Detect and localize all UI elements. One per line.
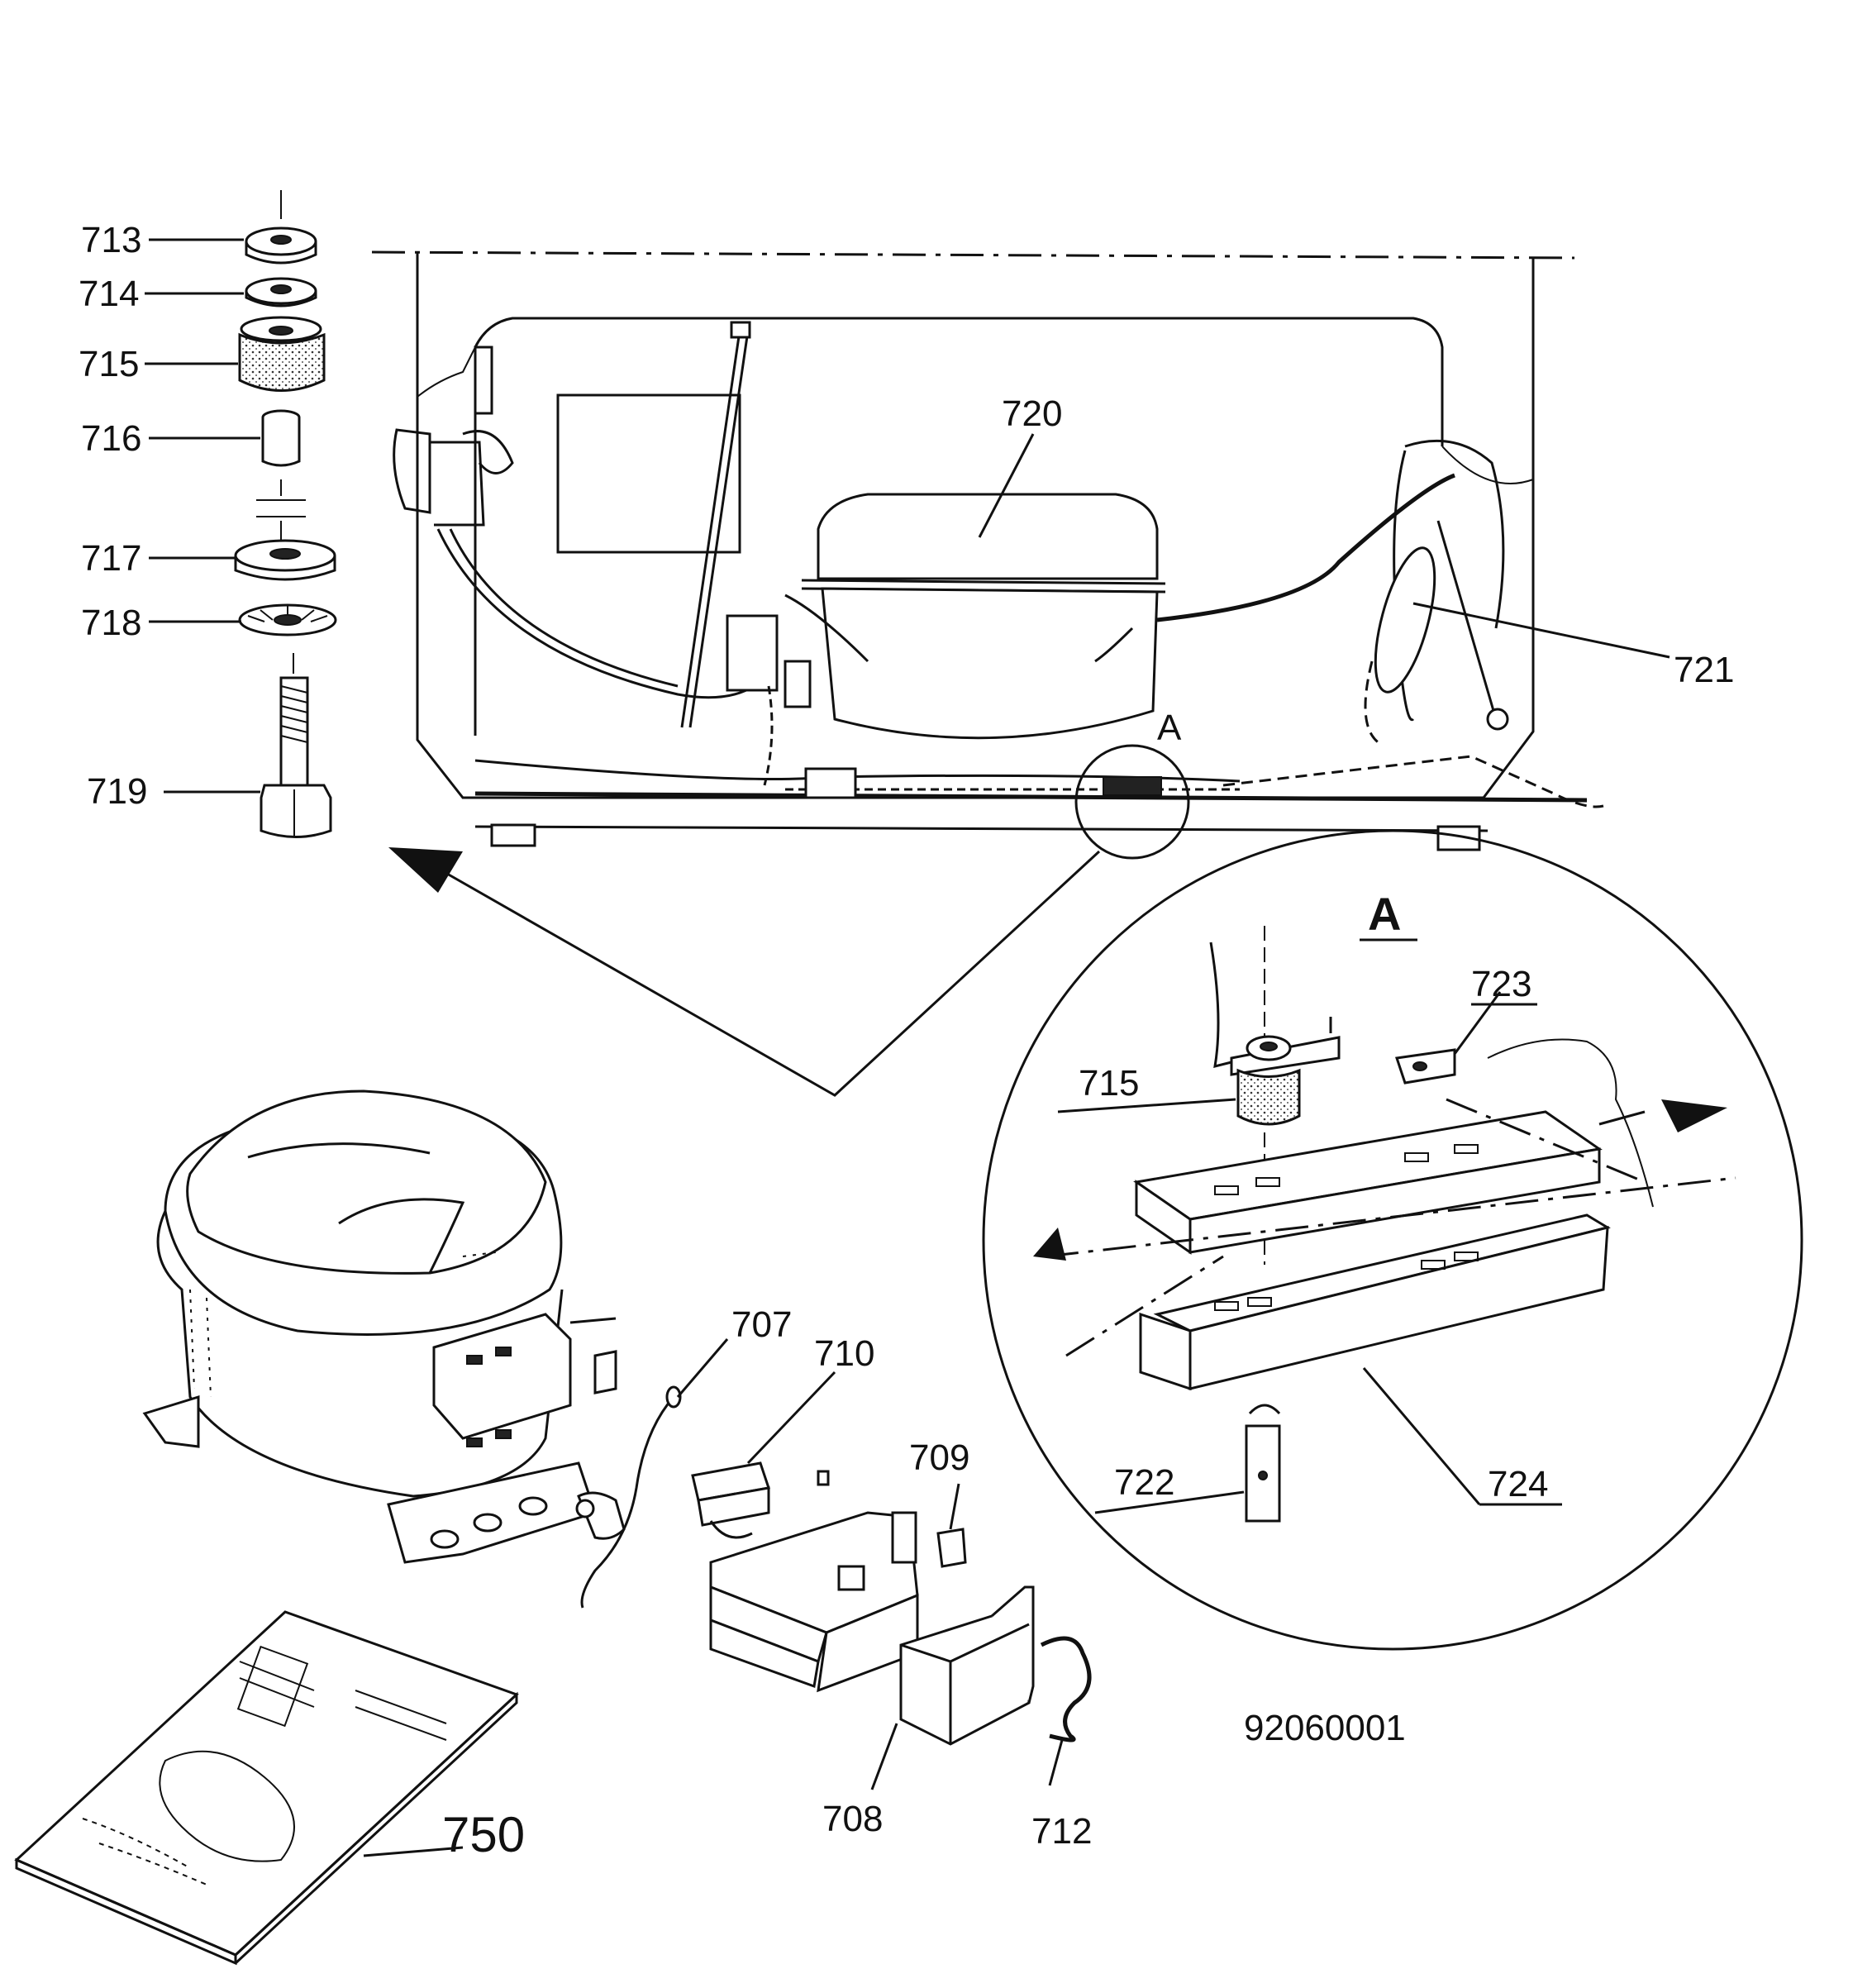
detail-A-circle [982,829,1803,1651]
refrigerator-base-view [371,250,1670,860]
part-715-grommet [238,316,326,392]
detail-part-715 [1230,1035,1341,1126]
label-750: 750 [442,1807,525,1862]
part-714-washer [245,277,317,307]
detail-upper-rail [1133,1110,1603,1255]
detail-circle-A-marker [1074,744,1190,860]
detail-part-724-tray [1139,1213,1611,1391]
label-716: 716 [81,418,141,459]
label-A-small: A [1157,708,1182,748]
drawing-number: 92060001 [1244,1708,1406,1748]
label-707: 707 [731,1304,792,1345]
label-715-detail: 715 [1079,1063,1139,1104]
detail-A-view [982,829,1803,1651]
label-723: 723 [1471,964,1531,1004]
compressor-unit [142,1089,617,1564]
label-721: 721 [1674,650,1734,690]
detail-part-722-pin [1245,1404,1281,1523]
part-716-sleeve [261,409,301,467]
part-718-lock-washer [238,603,337,636]
foot-left [490,823,536,847]
arrow-left-icon [1033,1228,1066,1261]
label-717: 717 [81,538,141,579]
label-A-detail: A [1368,888,1401,940]
label-719: 719 [87,771,147,812]
part-719-bolt [260,676,332,838]
detail-pointer-arrow [388,847,1101,1097]
part-708-cover [870,1585,1035,1790]
part-709-clip [936,1483,967,1568]
label-724: 724 [1488,1464,1548,1504]
part-713-nut [245,226,317,265]
part-710-relay [691,1371,836,1539]
label-709: 709 [909,1437,969,1478]
label-722: 722 [1114,1462,1174,1503]
label-714: 714 [79,274,139,314]
part-707-wire [575,1338,729,1609]
part-720-compressor [801,493,1166,799]
label-710: 710 [814,1333,874,1374]
mounting-hardware-stack [145,190,337,838]
label-713: 713 [81,220,141,260]
label-720: 720 [1002,393,1062,434]
part-712-spring [1040,1636,1092,1786]
label-718: 718 [81,603,141,643]
label-715: 715 [79,344,139,384]
part-labels: 713 714 715 716 717 718 719 720 721 A A … [79,220,1734,1862]
starter-block [709,1511,919,1693]
arrow-right-icon [1661,1099,1727,1132]
part-717-nut [234,539,336,581]
part-750-manual [14,1610,519,1966]
label-708: 708 [822,1799,883,1839]
label-712: 712 [1031,1811,1092,1852]
detail-part-723-clip [1395,1048,1456,1085]
